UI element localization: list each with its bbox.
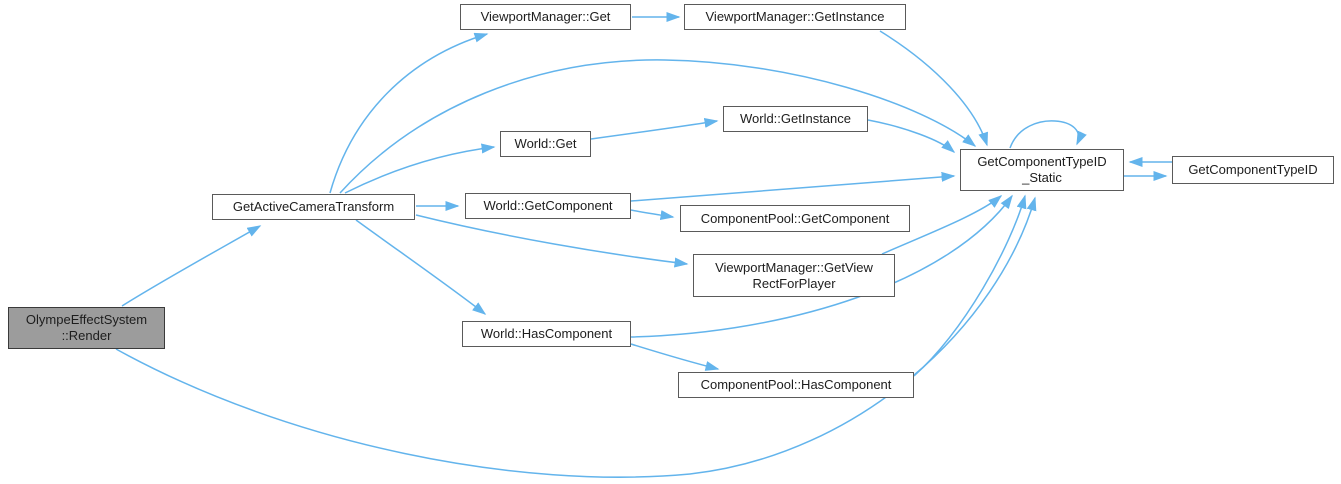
node-label: World::Get: [514, 136, 577, 151]
node-label: RectForPlayer: [752, 275, 836, 291]
edge-world-get-to-world-getinstance: [590, 117, 719, 140]
node-label: GetComponentTypeID: [1188, 162, 1318, 177]
node-label: _Static: [1022, 170, 1062, 185]
node-label: GetActiveCameraTransform: [232, 199, 395, 214]
node-getcomponenttypeid-static[interactable]: GetComponentTypeID _Static: [960, 149, 1124, 191]
node-label: World::GetInstance: [739, 111, 852, 126]
edge-getactivecameratransform-to-getcomponenttypeid-static: [339, 59, 977, 194]
edge-world-getcomponent-to-componentpool-getcomponent: [630, 209, 675, 221]
edge-world-getcomponent-to-getcomponenttypeid-static: [630, 171, 956, 202]
node-label: ComponentPool::HasComponent: [700, 377, 892, 392]
edge-getactivecameratransform-to-viewportmanager-getviewrectforplayer: [415, 214, 689, 268]
node-viewportmanager-getviewrectforplayer[interactable]: ViewportManager::GetView RectForPlayer: [693, 254, 895, 297]
node-label: ViewportManager::Get: [480, 9, 611, 24]
node-label: World::HasComponent: [480, 326, 613, 341]
node-world-get[interactable]: World::Get: [500, 131, 591, 157]
node-world-hascomponent[interactable]: World::HasComponent: [462, 321, 631, 347]
node-label: ::Render: [61, 328, 112, 343]
node-viewportmanager-get[interactable]: ViewportManager::Get: [460, 4, 631, 30]
edge-getactivecameratransform-to-viewportmanager-get: [329, 32, 489, 194]
edge-viewportmanager-getinstance-to-getcomponenttypeid-static: [879, 30, 988, 147]
node-label: ViewportManager::GetInstance: [705, 9, 885, 24]
node-viewportmanager-getinstance[interactable]: ViewportManager::GetInstance: [684, 4, 906, 30]
edge-world-getinstance-to-getcomponenttypeid-static: [867, 119, 956, 153]
node-world-getinstance[interactable]: World::GetInstance: [723, 106, 868, 132]
edge-getcomponenttypeid-static-self-loop: [1009, 120, 1087, 149]
node-componentpool-getcomponent[interactable]: ComponentPool::GetComponent: [680, 205, 910, 232]
edge-getactivecameratransform-to-world-hascomponent: [355, 219, 487, 315]
node-getcomponenttypeid[interactable]: GetComponentTypeID: [1172, 156, 1334, 184]
node-componentpool-hascomponent[interactable]: ComponentPool::HasComponent: [678, 372, 914, 398]
node-label: ComponentPool::GetComponent: [700, 210, 890, 226]
node-label: GetComponentTypeID: [977, 154, 1107, 169]
node-label: OlympeEffectSystem: [25, 312, 148, 327]
edge-componentpool-hascomponent-to-getcomponenttypeid-static: [913, 194, 1027, 377]
edge-render-to-getactivecameratransform: [121, 225, 262, 307]
node-olympeeffectsystem-render[interactable]: OlympeEffectSystem ::Render: [8, 307, 165, 349]
edge-world-hascomponent-to-componentpool-hascomponent: [630, 343, 720, 371]
node-getactivecameratransform[interactable]: GetActiveCameraTransform: [212, 194, 415, 220]
node-label: World::GetComponent: [483, 198, 613, 213]
node-label: ViewportManager::GetView: [715, 259, 873, 275]
edge-getactivecameratransform-to-world-get: [344, 143, 496, 194]
node-world-getcomponent[interactable]: World::GetComponent: [465, 193, 631, 219]
